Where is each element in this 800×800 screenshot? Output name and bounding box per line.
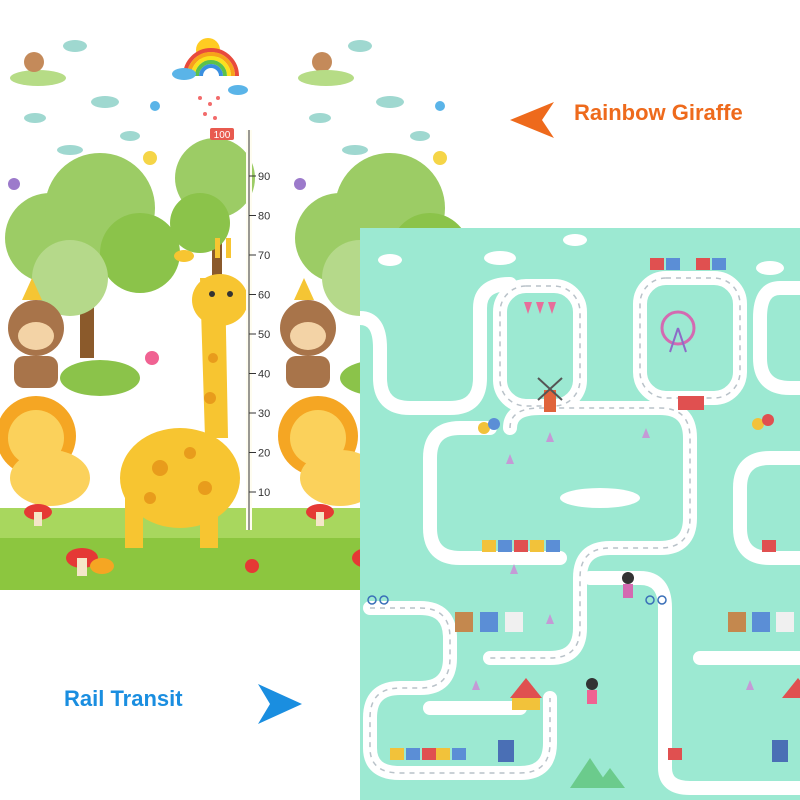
arrow-right-icon: [258, 684, 302, 724]
rainbow-sun-icon: [172, 38, 248, 95]
rail-transit-illustration: [360, 234, 800, 795]
rail-transit-label: Rail Transit: [64, 686, 183, 711]
flag-icons: [524, 302, 556, 314]
rain-drops: [198, 96, 220, 120]
ladybug-icon: [245, 559, 259, 573]
monkey-icon: [8, 278, 64, 388]
bicycle-icons: [367, 595, 667, 605]
ruler-mark-label: 40: [258, 369, 270, 381]
lion-icon: [0, 396, 90, 506]
ruler-mark-label: 90: [258, 171, 270, 183]
rainbow-giraffe-label: Rainbow Giraffe: [574, 100, 743, 125]
plant-icons: [472, 428, 754, 690]
train-icons: [390, 258, 776, 760]
monkey-icon-2: [280, 278, 336, 388]
tree-left: [5, 153, 180, 358]
ruler-mark-label: 30: [258, 408, 270, 420]
cloud-icons-transit: [378, 234, 784, 508]
child-icon: [586, 572, 634, 704]
ruler-mark-label: 70: [258, 250, 270, 262]
ruler-mark-label: 50: [258, 329, 270, 341]
building-icons: [498, 396, 788, 762]
balloon-icons: [478, 414, 774, 434]
arrow-left-icon: [510, 102, 554, 138]
rail-transit-mat: [360, 228, 800, 800]
ruler-mark-label: 80: [258, 211, 270, 223]
height-ruler: 100 90 80 70 60 50 40 30 20 10: [210, 128, 270, 530]
giraffe-icon: [120, 238, 248, 548]
ruler-top-tag: [210, 128, 234, 140]
ferris-wheel-icon: [660, 310, 696, 353]
ruler-mark-label: 20: [258, 448, 270, 460]
ruler-mark-label: 60: [258, 290, 270, 302]
ruler-mark-label: 10: [258, 487, 270, 499]
hill-icons: [570, 758, 625, 788]
animal-train-icons: [455, 612, 794, 632]
windmill-icon: [537, 377, 563, 412]
bear-plane-icon: [10, 52, 354, 86]
cloud-icons: [24, 40, 430, 155]
ruler-top-tag-label: 100: [214, 130, 231, 141]
circus-tent-icon: [510, 678, 800, 710]
